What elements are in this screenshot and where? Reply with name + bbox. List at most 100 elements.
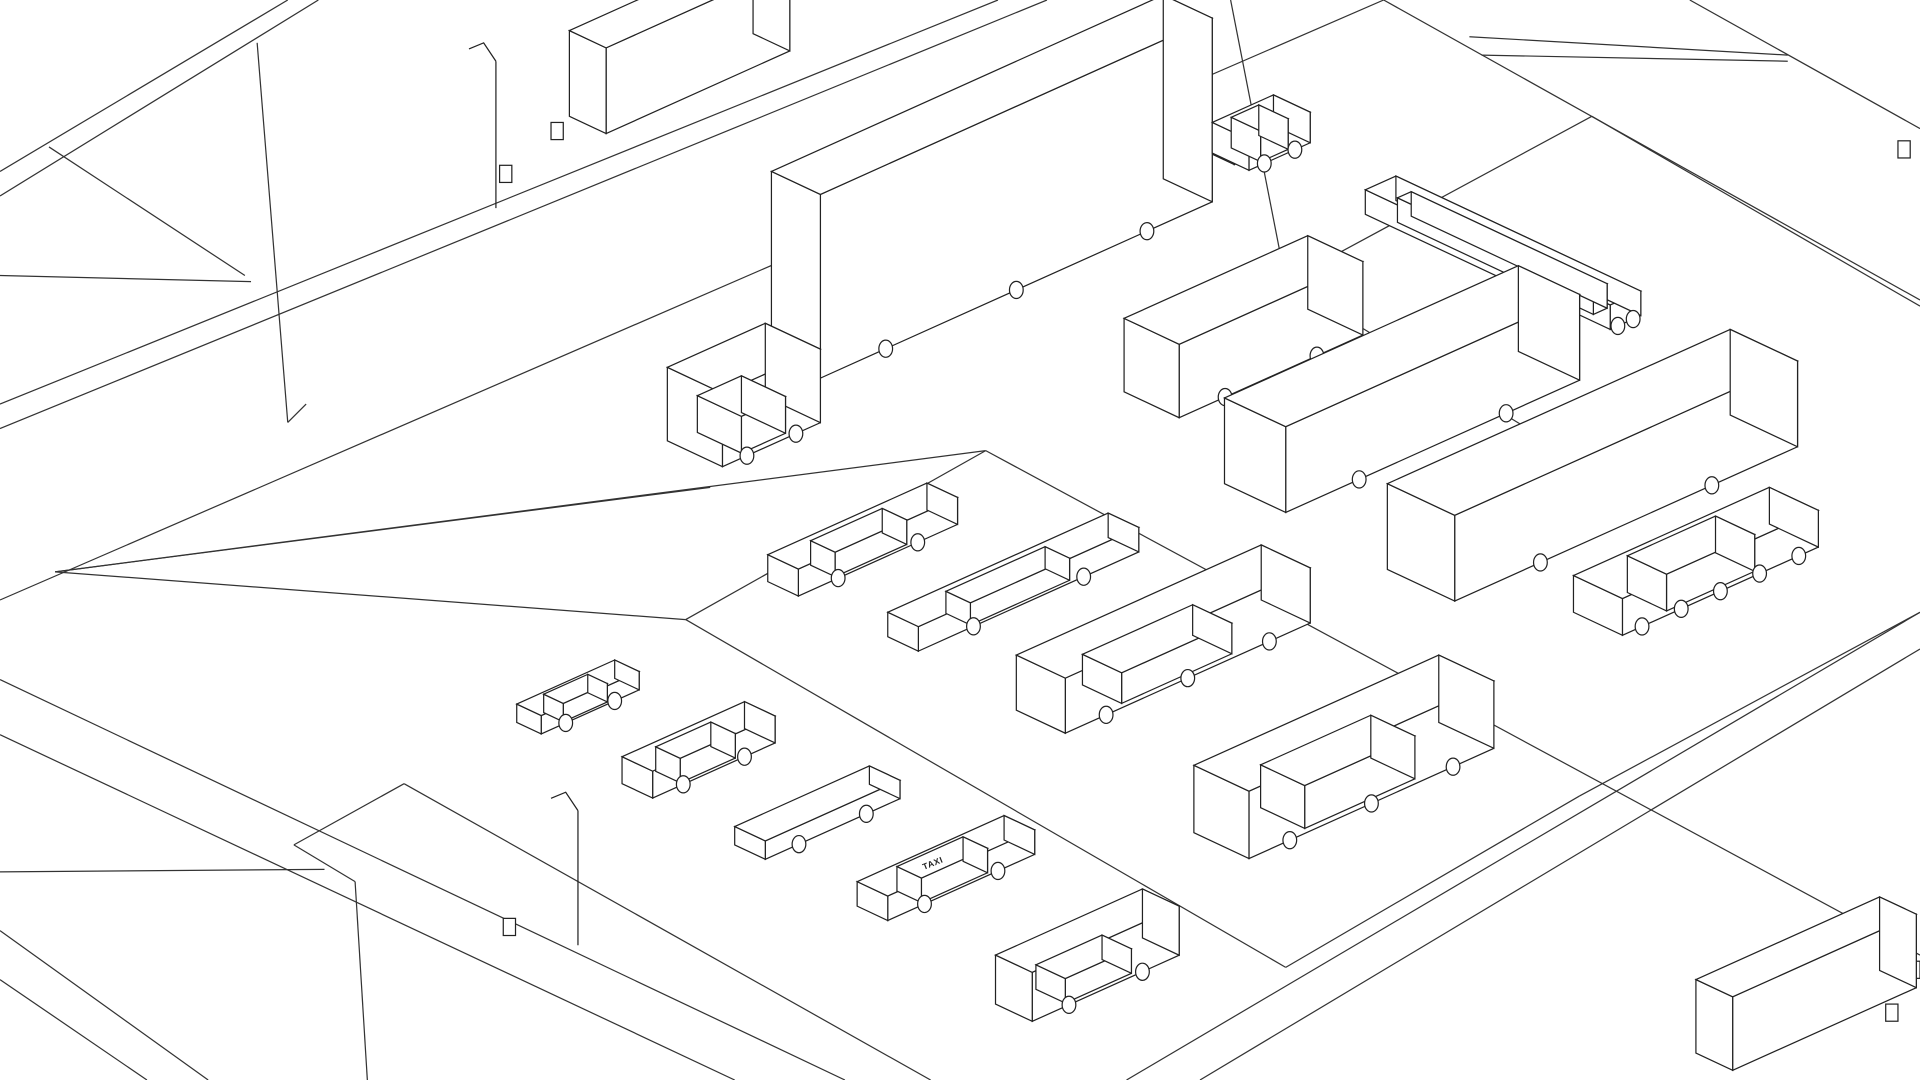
trash-can xyxy=(498,164,513,184)
articulated-bus xyxy=(1223,264,1582,514)
wheel xyxy=(1261,632,1277,651)
box-face-end xyxy=(868,764,901,800)
wheel xyxy=(1008,280,1024,300)
wheel xyxy=(1704,476,1720,495)
wheel xyxy=(1076,567,1092,586)
wheel xyxy=(788,424,804,443)
ambulance xyxy=(994,888,1181,1023)
road-line xyxy=(1126,611,1920,1080)
bus-stop-shelter xyxy=(1694,895,1918,1072)
road-line xyxy=(1579,611,1920,797)
box-face-end xyxy=(1162,0,1213,203)
wheel xyxy=(1287,140,1303,159)
road-line xyxy=(1481,54,1788,62)
semi-truck-cab xyxy=(665,322,822,468)
wheel xyxy=(1673,599,1689,619)
road-line xyxy=(48,146,246,277)
road-line xyxy=(55,571,686,621)
road-line xyxy=(0,0,999,405)
box-face-end xyxy=(962,835,989,874)
road-line xyxy=(1689,0,1920,130)
road-line xyxy=(685,619,1287,968)
bus-body xyxy=(1385,328,1800,603)
bus-stop-shelter xyxy=(567,0,791,135)
taxi xyxy=(855,814,1037,922)
road-line xyxy=(1591,115,1920,307)
sedan xyxy=(766,482,960,597)
wheel xyxy=(858,804,874,824)
road-line xyxy=(0,930,209,1080)
road-line xyxy=(0,734,735,1080)
wheel xyxy=(1712,581,1728,601)
box-face-end xyxy=(710,721,736,760)
wheel xyxy=(675,775,691,794)
box-face-end xyxy=(881,507,908,546)
wheel xyxy=(1610,316,1626,336)
convertible-body xyxy=(733,764,902,861)
trash-can xyxy=(550,121,564,141)
compact-car-cabin xyxy=(654,721,737,784)
road-line xyxy=(1199,648,1920,1080)
box-face-end xyxy=(740,374,787,435)
fire-truck-ladder xyxy=(1014,543,1312,735)
wheel xyxy=(1134,962,1150,981)
box-face-end xyxy=(1517,264,1581,382)
box-face-end xyxy=(1878,895,1917,989)
tank xyxy=(1572,486,1820,637)
road-line xyxy=(0,979,148,1080)
wheel xyxy=(1256,154,1272,173)
forklift xyxy=(1210,93,1312,173)
box-face-end xyxy=(1370,714,1416,780)
compact-car xyxy=(620,700,777,800)
wheel xyxy=(917,894,932,914)
semi-truck-trailer xyxy=(769,0,1214,380)
street-lamp xyxy=(468,42,497,209)
box-face-end xyxy=(1438,654,1495,750)
wheel xyxy=(739,446,755,465)
vehicles xyxy=(515,0,1820,1023)
wheel xyxy=(1791,546,1807,566)
wheel xyxy=(990,861,1006,881)
wheel xyxy=(1634,617,1650,636)
wheel xyxy=(830,568,846,588)
wheel xyxy=(1351,470,1367,489)
road-line xyxy=(0,0,289,172)
road-line xyxy=(55,450,986,573)
box-face-end xyxy=(1714,515,1756,573)
box-face-top xyxy=(567,0,715,49)
road-line xyxy=(0,0,1048,430)
road-line xyxy=(1285,795,1580,968)
wheel xyxy=(737,747,752,766)
wheel xyxy=(966,617,981,636)
wheel xyxy=(910,533,926,552)
box-face-side xyxy=(568,29,607,135)
wheel xyxy=(878,339,894,358)
trash-can xyxy=(502,917,517,937)
road-line xyxy=(293,844,356,883)
sports-car xyxy=(515,659,641,735)
wheel xyxy=(1498,404,1514,423)
ambulance-cabin xyxy=(1034,934,1133,1005)
road-line xyxy=(1383,0,1920,301)
trash-can xyxy=(1885,1003,1899,1022)
box-face-end xyxy=(1729,328,1799,448)
road-line xyxy=(293,783,405,846)
taxi-cabin xyxy=(895,835,990,904)
wheel xyxy=(558,713,574,733)
wheel xyxy=(607,691,623,711)
wheel xyxy=(1625,309,1641,329)
city-bus-short-body xyxy=(1122,234,1365,419)
box-face-end xyxy=(1003,814,1036,856)
box-face-end xyxy=(1192,603,1233,655)
wheel xyxy=(1061,995,1077,1014)
wheel xyxy=(1282,831,1298,850)
box-face-end xyxy=(1258,103,1289,151)
road-line xyxy=(0,868,325,873)
box-face-end xyxy=(1107,512,1140,553)
semi-truck-dual xyxy=(1192,654,1496,860)
convertible xyxy=(733,764,902,861)
limousine-white-cabin xyxy=(944,545,1072,626)
wheel xyxy=(1180,668,1196,688)
